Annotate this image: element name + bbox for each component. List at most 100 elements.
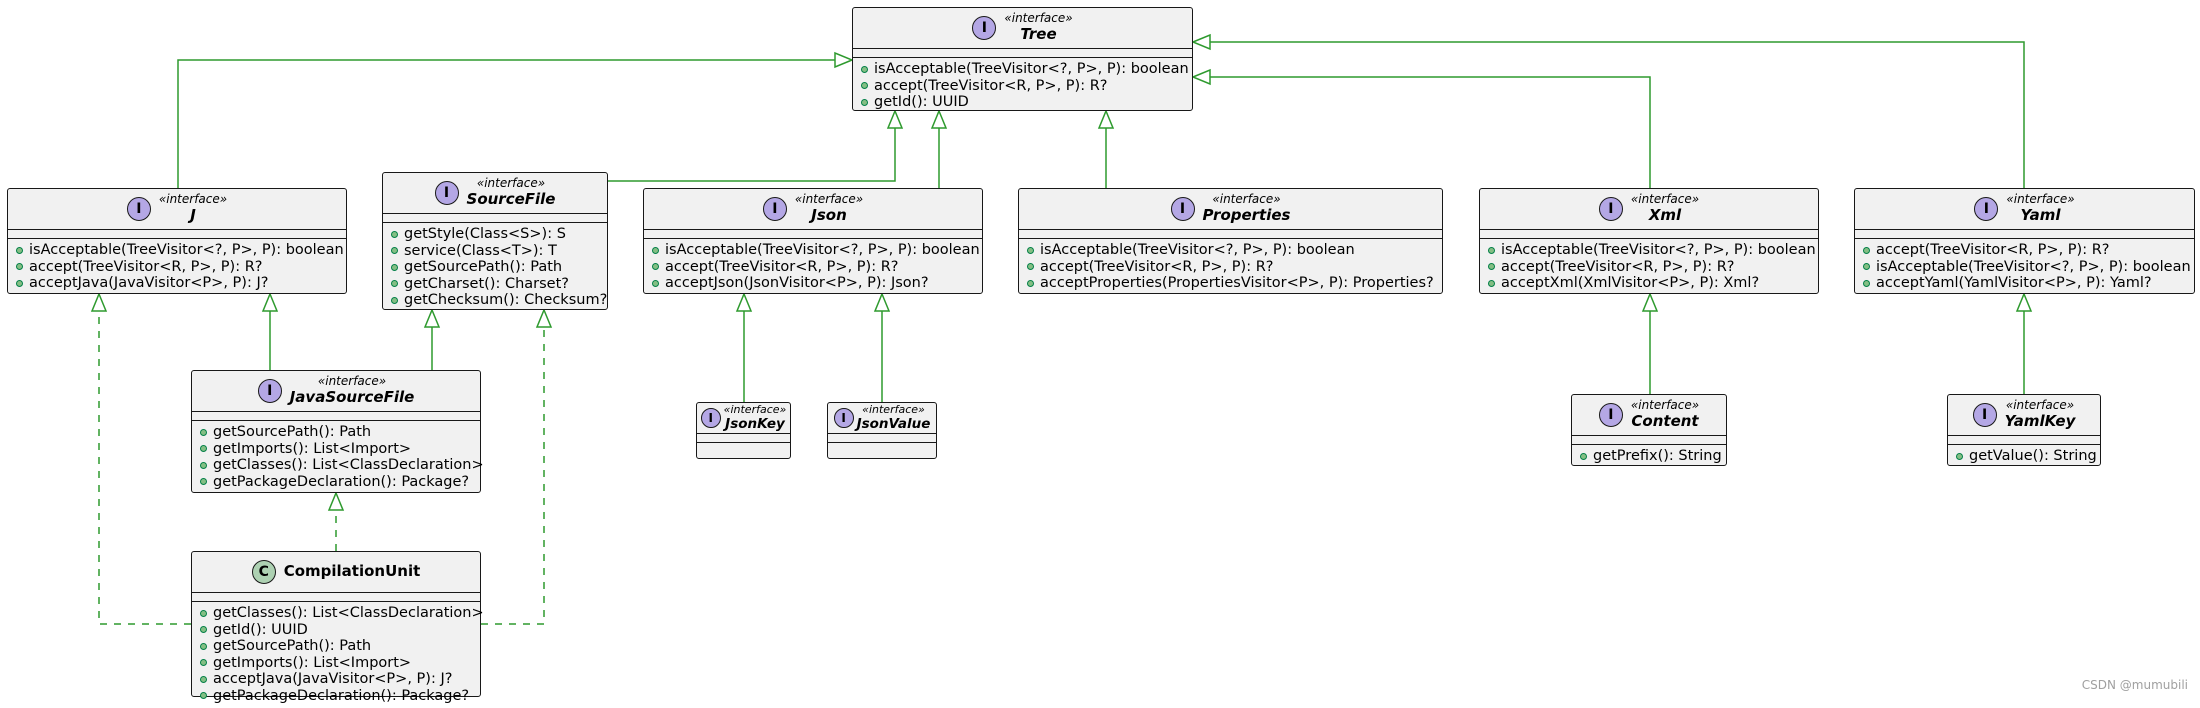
- inheritance-arrowhead-icon: [423, 308, 441, 328]
- public-visibility-icon: [652, 279, 659, 287]
- public-visibility-icon: [391, 230, 398, 238]
- node-fields: [853, 49, 1192, 58]
- method-signature: accept(TreeVisitor<R, P>, P): R?: [874, 77, 1108, 94]
- method-signature: getStyle(Class<S>): S: [404, 226, 566, 242]
- node-methods: accept(TreeVisitor<R, P>, P): R?isAccept…: [1855, 239, 2194, 296]
- node-jsonkey[interactable]: I«interface»JsonKey: [696, 402, 791, 459]
- node-jsonvalue[interactable]: I«interface»JsonValue: [827, 402, 937, 459]
- node-header: I«interface»Tree: [853, 8, 1192, 49]
- node-title: «interface»YamlKey: [2005, 399, 2076, 430]
- method-signature: isAcceptable(TreeVisitor<?, P>, P): bool…: [1040, 242, 1355, 258]
- public-visibility-icon: [652, 263, 659, 271]
- interface-spot-icon: I: [126, 197, 151, 221]
- inheritance-arrowhead-icon: [930, 109, 948, 129]
- node-name: Content: [1631, 412, 1699, 431]
- public-visibility-icon: [200, 461, 207, 469]
- public-visibility-icon: [1956, 452, 1963, 460]
- edge-j-to-tree: [177, 59, 835, 188]
- method-row: getClasses(): List<ClassDeclaration>: [200, 605, 484, 622]
- node-header: I«interface»Yaml: [1855, 189, 2194, 230]
- node-methods: isAcceptable(TreeVisitor<?, P>, P): bool…: [1019, 239, 1442, 296]
- method-row: getPackageDeclaration(): Package?: [200, 474, 470, 491]
- node-methods: isAcceptable(TreeVisitor<?, P>, P): bool…: [644, 239, 982, 296]
- public-visibility-icon: [200, 428, 207, 436]
- node-header: I«interface»Json: [644, 189, 982, 230]
- public-visibility-icon: [200, 659, 207, 667]
- method-row: getSourcePath(): Path: [200, 638, 470, 655]
- inheritance-arrowhead-icon: [834, 51, 854, 69]
- node-title: «interface»JavaSourceFile: [290, 375, 415, 406]
- public-visibility-icon: [200, 675, 207, 683]
- method-row: getPrefix(): String: [1580, 448, 1722, 465]
- method-row: isAcceptable(TreeVisitor<?, P>, P): bool…: [1488, 242, 1816, 259]
- interface-spot-icon: I: [1598, 403, 1623, 427]
- method-signature: acceptJson(JsonVisitor<P>, P): Json?: [665, 275, 929, 291]
- stereotype-label: «interface»: [2006, 192, 2075, 207]
- node-title: «interface»SourceFile: [467, 177, 556, 208]
- method-signature: getImports(): List<Import>: [213, 654, 412, 671]
- node-title: «interface»J: [159, 193, 227, 224]
- node-header: I«interface»Xml: [1480, 189, 1818, 230]
- method-row: getSourcePath(): Path: [391, 259, 597, 276]
- stereotype-label: «interface»: [723, 402, 787, 416]
- public-visibility-icon: [200, 692, 207, 700]
- node-fields: [1948, 436, 2100, 445]
- node-name: JsonKey: [725, 415, 785, 432]
- node-fields: [644, 230, 982, 239]
- public-visibility-icon: [1580, 452, 1587, 460]
- method-row: accept(TreeVisitor<R, P>, P): R?: [861, 78, 1182, 95]
- node-content[interactable]: I«interface»Content getPrefix(): String: [1571, 394, 1727, 466]
- method-row: isAcceptable(TreeVisitor<?, P>, P): bool…: [1027, 242, 1432, 259]
- method-signature: getSourcePath(): Path: [213, 424, 372, 440]
- node-header: I«interface»Content: [1572, 395, 1726, 436]
- inheritance-arrowhead-icon: [1641, 292, 1659, 312]
- interface-spot-icon: I: [700, 408, 721, 428]
- inheritance-arrowhead-icon: [873, 292, 891, 312]
- node-methods: getPrefix(): String: [1572, 445, 1726, 469]
- method-signature: service(Class<T>): T: [404, 242, 557, 259]
- method-row: accept(TreeVisitor<R, P>, P): R?: [1027, 259, 1432, 276]
- method-signature: acceptProperties(PropertiesVisitor<P>, P…: [1040, 275, 1434, 291]
- method-signature: getPackageDeclaration(): Package?: [213, 473, 470, 490]
- node-json[interactable]: I«interface»Json isAcceptable(TreeVisitor…: [643, 188, 983, 294]
- public-visibility-icon: [1488, 279, 1495, 287]
- interface-spot-icon: I: [1974, 197, 1999, 221]
- method-row: acceptJava(JavaVisitor<P>, P): J?: [200, 671, 470, 688]
- edge-sourcefile-to-tree: [608, 128, 896, 182]
- class-spot-icon: C: [251, 560, 276, 584]
- method-signature: acceptXml(XmlVisitor<P>, P): Xml?: [1501, 275, 1760, 291]
- node-name: Properties: [1202, 206, 1291, 225]
- inheritance-arrowhead-icon: [735, 292, 753, 312]
- node-xml[interactable]: I«interface»Xml isAcceptable(TreeVisitor<…: [1479, 188, 1819, 294]
- method-row: getImports(): List<Import>: [200, 655, 470, 672]
- inheritance-arrowhead-icon: [1097, 109, 1115, 129]
- method-row: service(Class<T>): T: [391, 243, 597, 260]
- node-methods: getValue(): String: [1948, 445, 2100, 469]
- method-row: acceptJava(JavaVisitor<P>, P): J?: [16, 275, 336, 292]
- public-visibility-icon: [861, 82, 868, 90]
- node-yamlkey[interactable]: I «interface»YamlKey getValue(): String: [1947, 394, 2101, 466]
- node-name: Xml: [1648, 206, 1682, 225]
- public-visibility-icon: [391, 296, 398, 304]
- node-title: «interface»Xml: [1631, 193, 1699, 224]
- interface-spot-icon: I: [972, 16, 997, 40]
- interface-spot-icon: I: [1972, 403, 1997, 427]
- method-row: getStyle(Class<S>): S: [391, 226, 597, 243]
- node-methods: isAcceptable(TreeVisitor<?, P>, P): bool…: [853, 58, 1192, 115]
- public-visibility-icon: [200, 478, 207, 486]
- method-signature: isAcceptable(TreeVisitor<?, P>, P): bool…: [1876, 258, 2191, 275]
- node-methods: [697, 443, 790, 460]
- node-fields: [1855, 230, 2194, 239]
- node-fields: [1019, 230, 1442, 239]
